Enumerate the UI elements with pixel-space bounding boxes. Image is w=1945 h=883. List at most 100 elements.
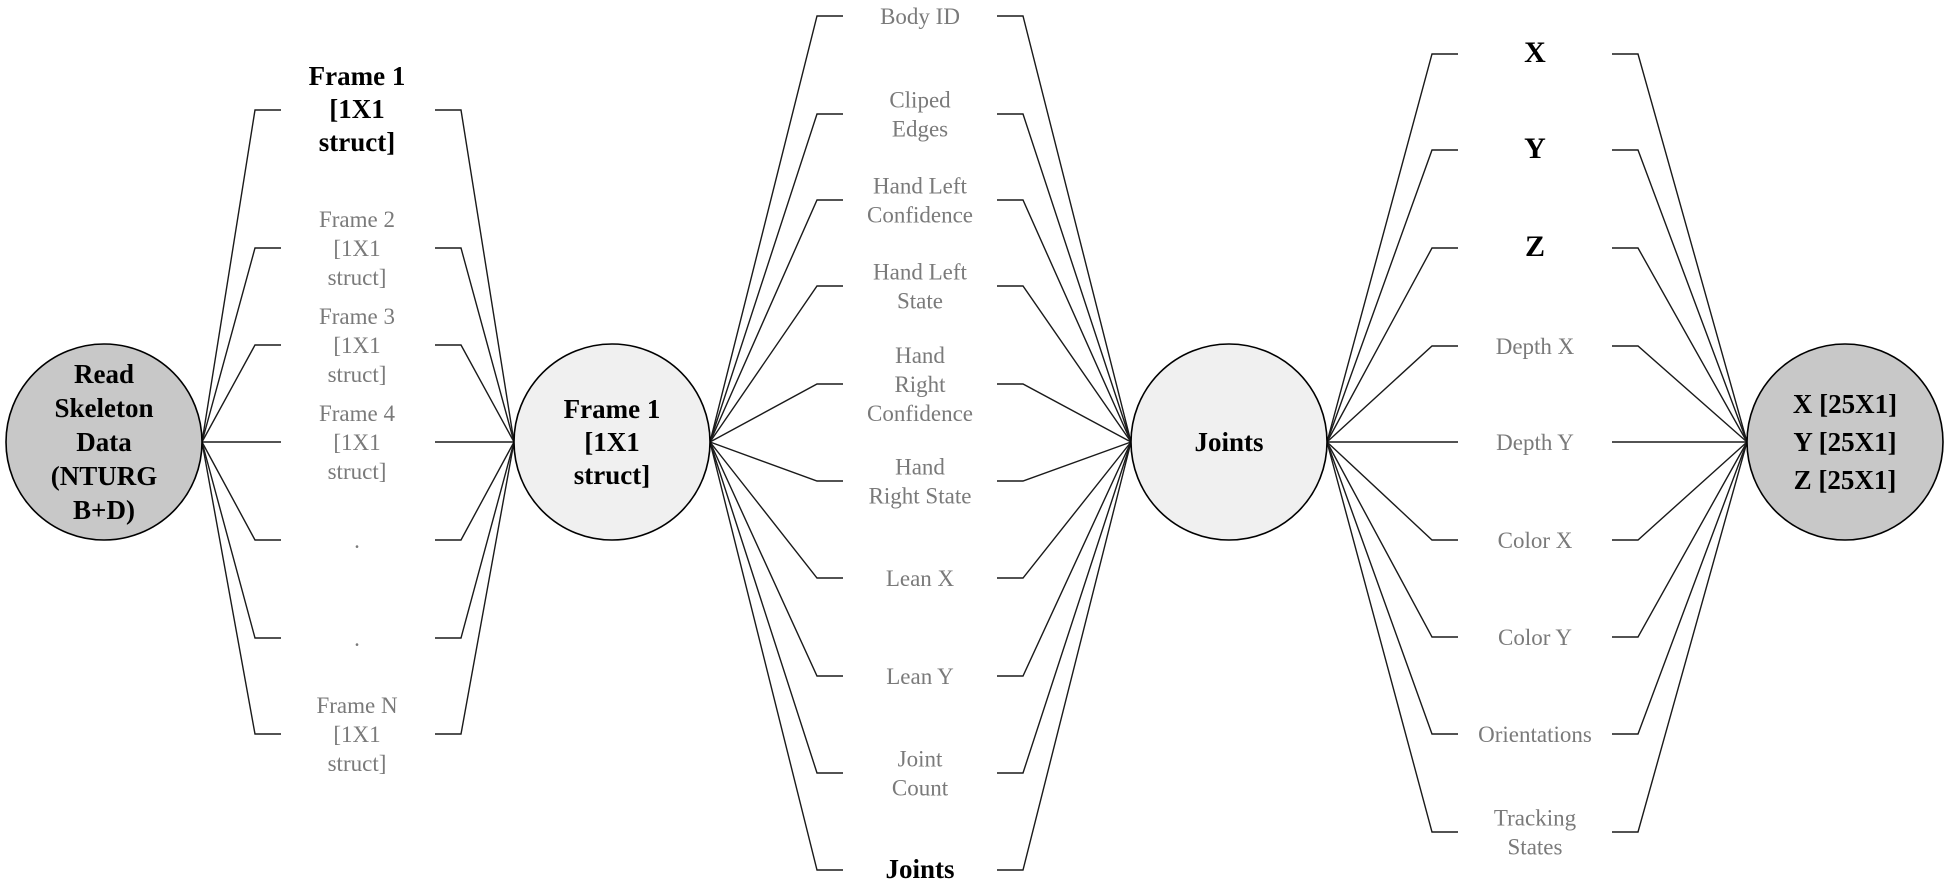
read-skeleton-data-node-label-line: Data [76,427,132,457]
joint-field-label-in-connector [1326,441,1458,833]
frame-label: . [354,626,360,651]
joint-field-label-in-connector [1326,441,1458,638]
frame-label-line: struct] [328,459,387,484]
xyz-output-node-label-line: Z [25X1] [1794,465,1897,495]
field-label-in-connector [709,113,843,443]
joint-field-label-line: Color X [1498,528,1573,553]
frame-label-line: . [354,626,360,651]
frame-1-node-label-line: struct] [574,460,650,490]
read-skeleton-data-node-label-line: (NTURG [51,461,158,491]
field-label-out-connector [997,383,1132,443]
joint-field-label: Depth X [1496,334,1575,359]
frame-label-line: [1X1 [333,722,380,747]
field-label-line: Cliped [889,88,951,113]
field-label-in-connector [709,441,843,774]
frame-label-out-connector [435,441,515,541]
joint-field-label-out-connector [1612,441,1748,541]
frame-label-line: [1X1 [333,236,380,261]
frame-label-out-connector [435,344,515,443]
joint-field-label: Y [1524,132,1546,165]
field-label: Body ID [880,4,960,29]
field-label-in-connector [709,441,843,579]
joint-field-label-out-connector [1612,441,1748,833]
joint-field-label: X [1524,36,1546,69]
joints-node-label: Joints [1194,427,1263,457]
field-label-in-connector [709,199,843,443]
field-label-out-connector [997,441,1132,482]
field-label-line: Confidence [867,203,973,228]
frame-1-node-label-line: [1X1 [584,427,640,457]
joint-field-label-line: Y [1524,132,1546,165]
frame-label-in-connector [201,344,281,443]
frame-label-line: Frame 2 [319,207,395,232]
field-label: Lean Y [886,664,954,689]
joint-field-label-line: Depth X [1496,334,1575,359]
field-label-in-connector [709,285,843,443]
frame-label-line: struct] [328,751,387,776]
field-label-line: Confidence [867,401,973,426]
joint-field-label-in-connector [1326,441,1458,541]
joints-node [1130,343,1328,541]
field-label-line: State [897,289,943,314]
joint-field-label-in-connector [1326,345,1458,443]
frame-label: Frame N [1X1 struct] [316,693,398,776]
frame-label: Frame 2 [1X1 struct] [319,207,395,290]
frame-label-line: struct] [328,265,387,290]
frame-label-in-connector [201,441,281,639]
field-label-out-connector [997,441,1132,579]
frame-label-out-connector [435,109,515,443]
frame-1-node-label-line: Frame 1 [564,394,661,424]
field-label-out-connector [997,441,1132,871]
joint-field-label-line: Orientations [1478,722,1592,747]
field-label-line: Joint [898,747,943,772]
joint-field-label-out-connector [1612,345,1748,443]
xyz-output-node [1746,343,1944,541]
joint-field-label: Color Y [1498,625,1572,650]
joint-field-label-line: States [1508,835,1563,860]
field-label-line: Right [894,372,946,397]
field-label-line: Hand Left [873,260,967,285]
field-label-line: Lean X [886,566,955,591]
frame-label-line: [1X1 [333,430,380,455]
frame-label-in-connector [201,441,281,735]
joint-field-label-out-connector [1612,441,1748,735]
read-skeleton-data-node-label-line: B+D) [73,495,135,525]
joint-field-label-in-connector [1326,441,1458,735]
joint-field-label-out-connector [1612,247,1748,443]
xyz-output-node-label-line: X [25X1] [1793,389,1897,419]
xyz-output-node-label-line: Y [25X1] [1793,427,1896,457]
frame-label-line: Frame 1 [309,61,406,91]
field-label-line: Hand [895,343,945,368]
frame-label-line: Frame 3 [319,304,395,329]
joint-field-label-line: Tracking [1494,806,1577,831]
field-label-in-connector [709,441,843,871]
read-skeleton-data-node-label-line: Read [74,359,134,389]
field-label-line: Hand Left [873,174,967,199]
field-label-line: Right State [869,484,972,509]
joint-field-label-line: Depth Y [1496,430,1574,455]
frame-1-node [513,343,711,541]
frame-label-line: struct] [319,127,395,157]
frame-label-line: Frame N [316,693,398,718]
joint-field-label: Z [1525,230,1545,263]
joint-field-label-in-connector [1326,53,1458,443]
field-label-out-connector [997,15,1132,443]
frame-label-out-connector [435,247,515,443]
frame-label-out-connector [435,441,515,639]
joints-node-label-line: Joints [1194,427,1263,457]
field-label-line: Lean Y [886,664,954,689]
field-label-in-connector [709,441,843,482]
frame-label-line: [1X1 [333,333,380,358]
frame-label-in-connector [201,109,281,443]
read-skeleton-data-node [5,343,203,541]
frame-label-line: . [354,528,360,553]
frame-label-line: Frame 4 [319,401,396,426]
